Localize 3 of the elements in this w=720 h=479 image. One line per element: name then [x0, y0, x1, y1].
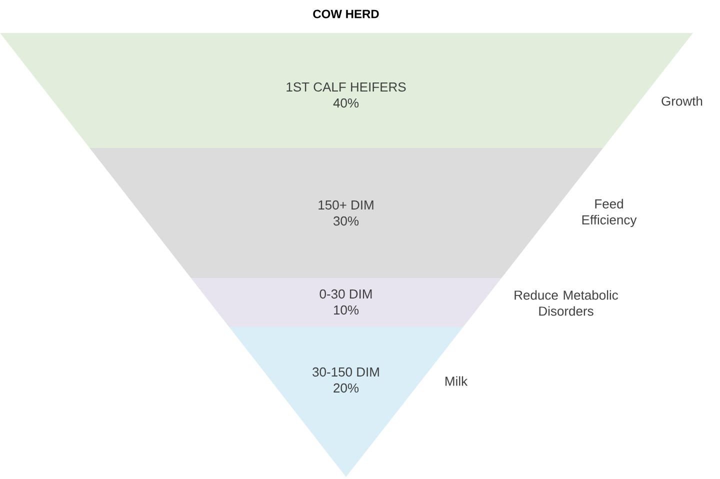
side-label: Reduce Metabolic Disorders	[514, 290, 618, 316]
title: COW HERD	[313, 10, 379, 18]
pyramid-band: 0-30 DIM 10%	[190, 278, 502, 327]
